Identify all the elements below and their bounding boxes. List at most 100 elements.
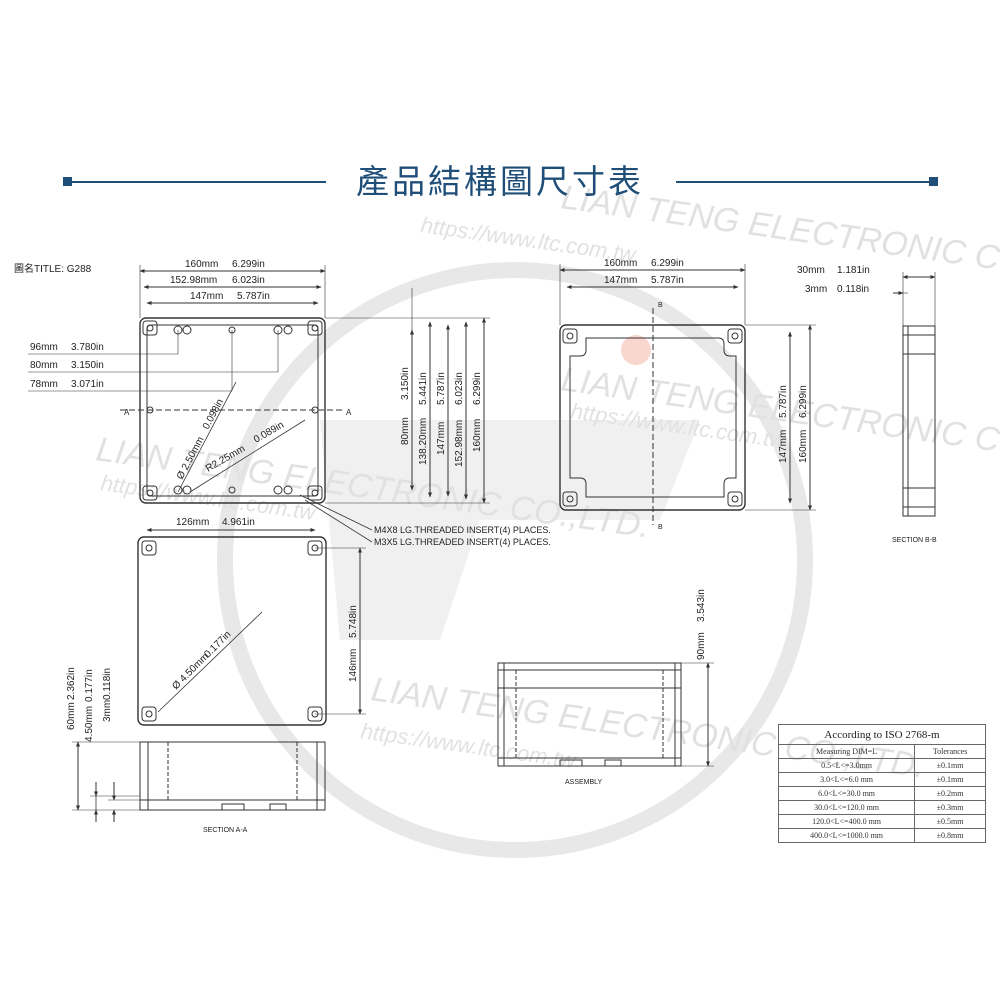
table-row: 6.0<L<=30.0 mm±0.2mm (777, 786, 986, 801)
bottom-view (137, 528, 366, 726)
note-m4-insert: M4X8 LG.THREADED INSERT(4) PLACES. (374, 525, 551, 535)
bottom-hole-diameter-in: 0.177in (202, 629, 233, 660)
assembly-outline (497, 662, 682, 767)
tolerance-table: According to ISO 2768-m Measuring DIM=L … (777, 724, 986, 843)
lid-inner-gasket (569, 337, 737, 498)
section-aa-labels: 60mm 2.362in 4.50mm 0.177in 3mm 0.118in … (66, 667, 248, 834)
section-aa-60in: 2.362in (66, 667, 77, 700)
lid-height-160mm: 160mm (798, 430, 809, 463)
lid-height-160in: 6.299in (798, 385, 809, 418)
top-width-152in: 6.023in (232, 275, 265, 286)
table-row: 120.0<L<=400.0 mm±0.5mm (777, 814, 986, 829)
left-dim-78mm: 78mm (30, 379, 58, 390)
section-aa-label: SECTION A-A (203, 827, 248, 834)
table-row: 0.5<L<=3.0mm±0.1mm (777, 758, 986, 773)
lid-height-147in: 5.787in (778, 385, 789, 418)
tolerance-range: 6.0<L<=30.0 mm (777, 786, 916, 801)
section-aa-4-50mm: 4.50mm (84, 706, 95, 742)
left-dim-80in: 3.150in (71, 360, 104, 371)
hole-diameter-in: 0.098in (201, 397, 226, 431)
bottom-hole-diameter: Ø 4.50mm (170, 651, 211, 692)
section-bb (893, 272, 936, 517)
watermark-logo-dot (621, 335, 651, 365)
tolerance-range: 120.0<L<=400.0 mm (777, 814, 916, 829)
tolerance-range: 0.5<L<=3.0mm (777, 758, 916, 773)
assembly-label: ASSEMBLY (565, 779, 603, 786)
tolerance-value: ±0.8mm (914, 828, 986, 843)
lid-width-147mm: 147mm (604, 275, 637, 286)
tolerance-value: ±0.3mm (914, 800, 986, 815)
lid-view-labels: 160mm 6.299in 147mm 5.787in 147mm 5.787i… (604, 258, 809, 531)
rule-end-left (63, 177, 72, 186)
section-bb-labels: 30mm 1.181in 3mm 0.118in SECTION B-B (797, 265, 937, 544)
right-dim-147mm: 147mm (436, 422, 447, 455)
left-dim-96mm: 96mm (30, 342, 58, 353)
top-width-147mm: 147mm (190, 291, 223, 302)
section-aa-3mm: 3mm (102, 700, 113, 722)
lid-width-147in: 5.787in (651, 275, 684, 286)
right-dim-160mm: 160mm (472, 419, 483, 452)
tolerance-range: 30.0<L<=120.0 mm (777, 800, 916, 815)
bottom-width-126mm: 126mm (176, 517, 209, 528)
section-aa-60mm: 60mm (66, 702, 77, 730)
table-row: 400.0<L<=1000.0 mm±0.8mm (777, 828, 986, 843)
watermark-logo-ring (217, 262, 813, 858)
tolerance-value: ±0.2mm (914, 786, 986, 801)
right-dim-152in: 6.023in (454, 372, 465, 405)
lid-view (559, 264, 816, 525)
bottom-height-146mm: 146mm (348, 649, 359, 682)
top-width-152mm: 152.98mm (170, 275, 217, 286)
top-view-corner-posts (142, 320, 323, 501)
section-bb-3mm: 3mm (805, 284, 827, 295)
tolerance-header-dim: Measuring DIM=L (777, 744, 916, 759)
right-dim-152mm: 152.98mm (454, 420, 465, 467)
assembly-labels: 90mm 3.543in ASSEMBLY (565, 589, 707, 786)
tolerance-header-tol: Tolerances (914, 744, 986, 759)
section-b-mark-bottom: B (658, 524, 663, 531)
section-bb-30in: 1.181in (837, 265, 870, 276)
bottom-view-labels: 126mm 4.961in 146mm 5.748in Ø 4.50mm 0.1… (170, 517, 359, 692)
top-width-160mm: 160mm (185, 259, 218, 270)
section-aa-4-50in: 0.177in (84, 669, 95, 702)
right-dim-147in: 5.787in (436, 372, 447, 405)
lid-height-147mm: 147mm (778, 430, 789, 463)
rule-end-right (929, 177, 938, 186)
table-row: 3.0<L<=6.0 mm±0.1mm (777, 772, 986, 787)
section-b-mark-top: B (658, 302, 663, 309)
left-dim-80mm: 80mm (30, 360, 58, 371)
section-aa (72, 741, 326, 822)
table-row: 30.0<L<=120.0 mm±0.3mm (777, 800, 986, 815)
section-aa-3in: 0.118in (102, 668, 113, 700)
assembly-height-90in: 3.543in (696, 589, 707, 622)
section-bb-3in: 0.118in (837, 284, 869, 295)
bottom-view-outline (137, 536, 327, 726)
lid-width-160in: 6.299in (651, 258, 684, 269)
note-m3-insert: M3X5 LG.THREADED INSERT(4) PLACES. (374, 537, 551, 547)
section-a-mark-left: A (124, 408, 130, 417)
lid-width-160mm: 160mm (604, 258, 637, 269)
section-a-mark-right: A (346, 408, 352, 417)
page-heading: 產品結構圖尺寸表 (356, 162, 644, 201)
bottom-height-146in: 5.748in (348, 605, 359, 638)
tolerance-table-caption: According to ISO 2768-m (778, 724, 986, 745)
left-dim-78in: 3.071in (71, 379, 104, 390)
top-width-147in: 5.787in (237, 291, 270, 302)
top-view-bosses (146, 325, 319, 495)
bottom-width-126in: 4.961in (222, 517, 255, 528)
section-bb-label: SECTION B-B (892, 537, 937, 544)
section-bb-30mm: 30mm (797, 265, 825, 276)
left-dim-96in: 3.780in (71, 342, 104, 353)
watermark-logo-shape (320, 420, 700, 640)
heading-rule (63, 177, 938, 186)
tolerance-range: 400.0<L<=1000.0 mm (777, 828, 916, 843)
top-width-160in: 6.299in (232, 259, 265, 270)
right-dim-80mm: 80mm (400, 417, 411, 445)
drawing-title-label: 圖名TITLE: G288 (14, 264, 92, 275)
assembly (497, 662, 714, 767)
tolerance-range: 3.0<L<=6.0 mm (777, 772, 916, 787)
tolerance-value: ±0.1mm (914, 772, 986, 787)
right-dim-80in: 3.150in (400, 367, 411, 400)
right-dim-160in: 6.299in (472, 372, 483, 405)
assembly-height-90mm: 90mm (696, 632, 707, 660)
